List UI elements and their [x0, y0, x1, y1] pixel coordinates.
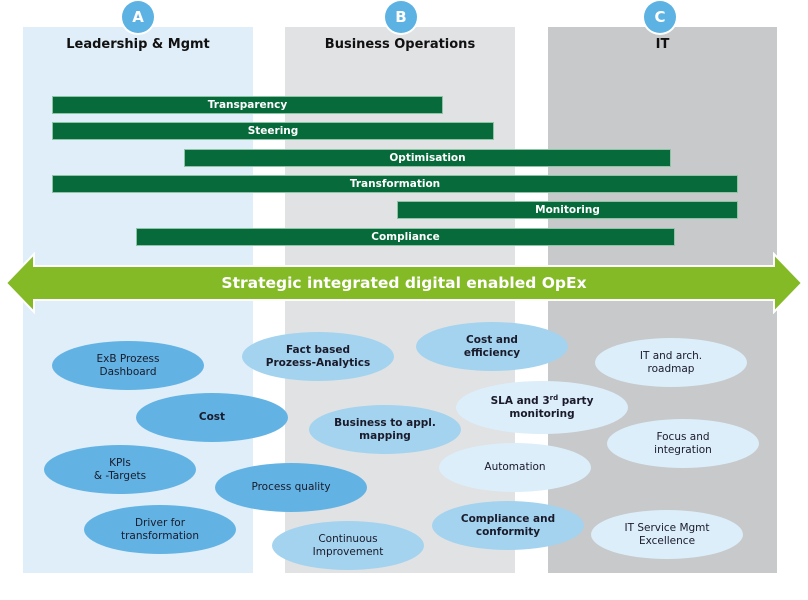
ellipse-cost: Cost — [136, 393, 288, 442]
ellipse-text: roadmap — [647, 362, 695, 375]
ellipse-text: SLA and 3 — [490, 395, 550, 407]
column-title-c: IT — [655, 37, 670, 52]
ellipse-it-arch-roadmap: IT and arch.roadmap — [595, 338, 747, 387]
ellipse-text: integration — [654, 443, 712, 456]
ellipse-text: transformation — [120, 529, 200, 542]
ellipse-text: Business to appl. — [334, 417, 436, 429]
ellipse-text: Prozess-Analytics — [265, 356, 371, 369]
ellipse-text-sup: rd — [549, 394, 559, 402]
bar-optimisation: Optimisation — [184, 149, 671, 167]
ellipse-automation: Automation — [439, 443, 591, 492]
bar-compliance: Compliance — [136, 228, 675, 246]
ellipse-text: mapping — [359, 429, 411, 442]
ellipse-text: Continuous — [318, 533, 378, 545]
bar-transformation: Transformation — [52, 175, 738, 193]
ellipse-text: conformity — [475, 525, 541, 538]
ellipse-text: IT Service Mgmt — [624, 522, 710, 534]
bar-transparency: Transparency — [52, 96, 443, 114]
badge-b: B — [385, 1, 417, 33]
ellipse-text: Cost and — [466, 334, 518, 346]
ellipse-text: IT and arch. — [639, 350, 703, 362]
column-title-a: Leadership & Mgmt — [66, 37, 210, 52]
ellipse-text: monitoring — [509, 407, 575, 420]
ellipse-text: Focus and — [656, 431, 710, 443]
bar-steering: Steering — [52, 122, 494, 140]
badge-c: C — [644, 1, 676, 33]
column-title-b: Business Operations — [324, 37, 476, 52]
ellipse-process-quality: Process quality — [215, 463, 367, 512]
ellipse-text: Dashboard — [99, 365, 157, 378]
ellipse-kpis: KPIs& -Targets — [44, 445, 196, 494]
ellipse-text: Driver for — [134, 517, 186, 529]
ellipse-text: party — [558, 395, 594, 407]
ellipse-text: Process quality — [251, 481, 331, 494]
ellipse-text: Fact based — [285, 344, 351, 356]
ellipse-text: Cost — [198, 411, 226, 424]
ellipse-text: efficiency — [463, 346, 521, 359]
ellipse-text: Excellence — [638, 534, 696, 547]
bar-monitoring: Monitoring — [397, 201, 738, 219]
badge-a: A — [122, 1, 154, 33]
double-arrow-shape — [4, 252, 804, 314]
arrow-label: Strategic integrated digital enabled OpE… — [221, 274, 587, 292]
double-arrow — [4, 252, 804, 314]
ellipse-text: Improvement — [312, 545, 384, 558]
ellipse-business-appl-mapping: Business to appl.mapping — [309, 405, 461, 454]
ellipse-text: & -Targets — [93, 469, 147, 482]
ellipse-text: Automation — [484, 461, 546, 474]
ellipse-text: Compliance and — [460, 513, 556, 525]
ellipse-text: KPIs — [109, 457, 131, 469]
ellipse-text: ExB Prozess — [96, 353, 160, 365]
